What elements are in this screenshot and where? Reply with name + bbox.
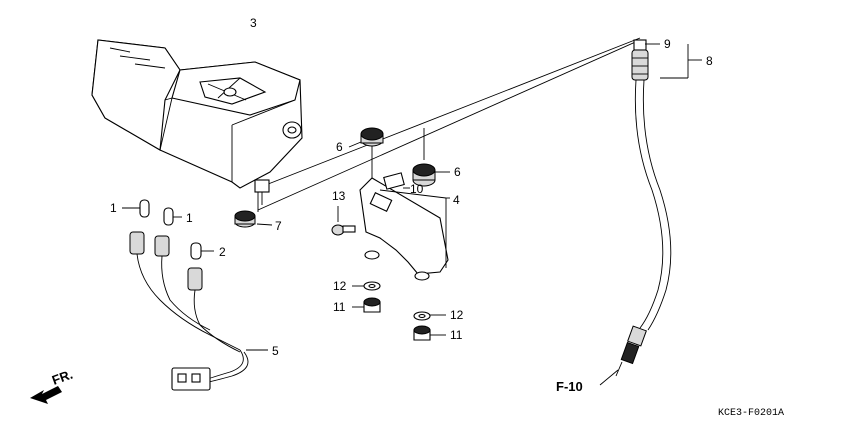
callout-12a: 12 <box>333 279 347 293</box>
callout-4: 4 <box>453 193 460 207</box>
callout-labels: 1 1 2 3 4 5 6 6 7 8 9 10 11 11 12 12 13 <box>110 16 713 358</box>
callout-5: 5 <box>272 344 279 358</box>
callout-2: 2 <box>219 245 226 259</box>
callout-6a: 6 <box>336 140 343 154</box>
bulbs <box>122 199 214 260</box>
front-arrow-icon <box>30 386 62 404</box>
section-reference: F-10 <box>556 379 583 394</box>
washers-nuts <box>352 281 446 341</box>
front-marker: FR. <box>50 367 75 388</box>
cushion-rubbers <box>348 127 450 187</box>
guide-lines <box>257 37 641 212</box>
callout-9: 9 <box>664 37 671 51</box>
speedometer-cable <box>599 39 702 386</box>
wire-harness <box>129 231 268 391</box>
callout-11a: 11 <box>333 300 346 314</box>
callout-7: 7 <box>275 219 282 233</box>
callout-3: 3 <box>250 16 257 30</box>
callout-8: 8 <box>706 54 713 68</box>
screw-13 <box>331 206 356 236</box>
callout-1a: 1 <box>110 201 117 215</box>
callout-11b: 11 <box>450 328 463 342</box>
speedometer-housing <box>91 39 303 205</box>
collar-10 <box>383 172 410 190</box>
callout-12b: 12 <box>450 308 464 322</box>
diagram-code: KCE3-F0201A <box>718 408 784 419</box>
callout-13: 13 <box>332 189 346 203</box>
callout-10: 10 <box>410 182 424 196</box>
grommet-7 <box>234 210 273 228</box>
callout-1b: 1 <box>186 211 193 225</box>
meter-bracket <box>359 177 450 281</box>
callout-6b: 6 <box>454 165 461 179</box>
